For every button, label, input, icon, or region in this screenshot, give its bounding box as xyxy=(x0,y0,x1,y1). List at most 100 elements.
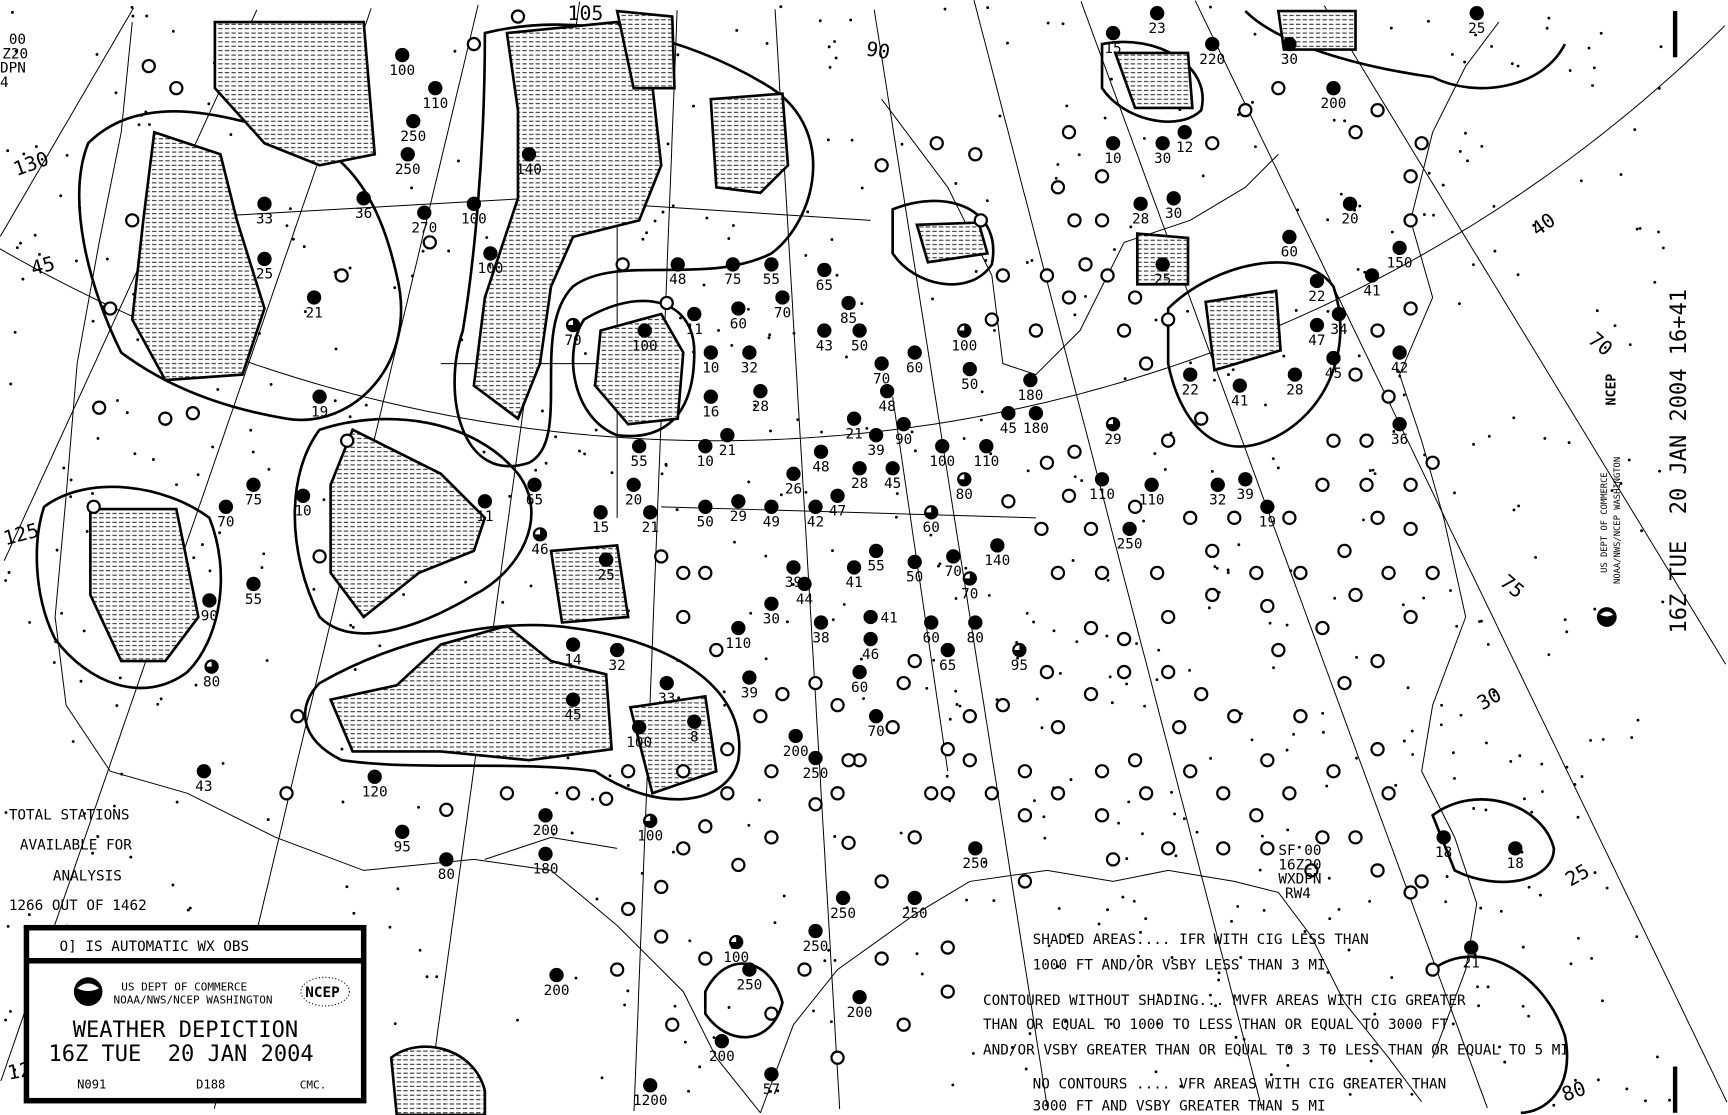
station-plot: 15 xyxy=(592,505,609,536)
sky-cover-circle xyxy=(1337,543,1352,559)
station-plot: 25 xyxy=(1154,257,1171,288)
sky-cover-circle xyxy=(428,80,443,96)
station-plot xyxy=(968,147,983,162)
ceiling-label: 100 xyxy=(951,338,977,354)
grid-dot xyxy=(1201,174,1205,178)
grid-dot xyxy=(115,704,119,708)
grid-dot xyxy=(1661,246,1665,250)
grid-dot xyxy=(1236,905,1240,908)
grid-dot xyxy=(1215,566,1219,570)
sky-cover-circle xyxy=(643,1078,658,1093)
svg-text:AND/OR VSBY GREATER THAN OR EQ: AND/OR VSBY GREATER THAN OR EQUAL TO 3 T… xyxy=(983,1042,1569,1058)
sky-cover-circle xyxy=(962,708,977,724)
sky-cover-circle xyxy=(830,488,845,503)
grid-dot xyxy=(266,818,270,822)
ceiling-label: 21 xyxy=(719,443,736,459)
station-plot: 60 xyxy=(906,345,923,376)
sky-cover-circle xyxy=(1127,753,1143,768)
sky-cover-circle xyxy=(169,80,184,96)
grid-dot xyxy=(1567,441,1571,445)
ceiling-label: 50 xyxy=(961,377,978,393)
station-plot xyxy=(1425,962,1440,977)
station-plot: 1200 xyxy=(633,1078,667,1109)
station-plot: 70 xyxy=(217,499,235,531)
sky-cover-circle xyxy=(868,428,884,443)
station-plot xyxy=(1094,169,1110,184)
grid-dot xyxy=(900,142,904,146)
sky-cover-circle xyxy=(1348,830,1363,845)
grid-dot xyxy=(1125,682,1129,686)
sky-cover-circle xyxy=(1249,565,1264,581)
grid-dot xyxy=(201,543,204,547)
ceiling-label: 180 xyxy=(1023,421,1049,437)
grid-dot xyxy=(1142,136,1146,140)
station-plot: 16 xyxy=(702,389,719,420)
station-plot: 95 xyxy=(394,824,411,856)
ceiling-label: 50 xyxy=(906,570,923,586)
grid-dot xyxy=(998,114,1002,118)
sky-cover-circle xyxy=(703,389,718,404)
sky-cover-circle xyxy=(1067,444,1082,459)
grid-dot xyxy=(910,430,914,434)
station-plot xyxy=(830,697,845,713)
station-plot xyxy=(1260,598,1275,614)
grid-dot xyxy=(131,14,135,18)
sky-cover-circle xyxy=(1161,664,1176,680)
sky-cover-circle xyxy=(874,158,889,173)
sky-cover-circle xyxy=(1083,620,1099,636)
longitude-line xyxy=(0,7,134,237)
product-id: SF 00 16Z20 WXDPN RW4 xyxy=(1278,843,1321,902)
station-plot: 250 xyxy=(1117,521,1143,553)
sky-cover-circle xyxy=(1238,472,1253,487)
grid-dot xyxy=(1552,1103,1556,1107)
grid-dot xyxy=(1188,668,1191,672)
grid-dot xyxy=(747,823,751,827)
grid-dot xyxy=(1527,885,1531,889)
sky-cover-circle xyxy=(1061,125,1077,140)
station-plot xyxy=(621,764,636,779)
station-plot: 10 xyxy=(294,488,312,520)
station-plot: 41 xyxy=(1231,378,1248,409)
station-plot xyxy=(984,786,999,801)
grid-dot xyxy=(402,593,406,596)
sky-cover-circle xyxy=(830,697,845,713)
grid-dot xyxy=(1439,723,1443,727)
sky-cover-circle xyxy=(1304,863,1319,878)
grid-dot xyxy=(1668,1098,1672,1102)
station-plot: 28 xyxy=(851,461,868,492)
grid-dot xyxy=(982,860,986,864)
sky-cover-circle xyxy=(1337,675,1352,691)
sky-cover-circle xyxy=(593,505,608,520)
grid-dot xyxy=(125,411,129,415)
svg-text:WXDPN: WXDPN xyxy=(1278,872,1321,888)
sky-cover-circle xyxy=(786,560,801,575)
grid-dot xyxy=(688,939,692,943)
ceiling-label: 10 xyxy=(1104,151,1121,167)
sky-cover-circle xyxy=(1194,411,1209,426)
grid-dot xyxy=(1458,149,1462,153)
station-plot: 100 xyxy=(632,323,658,354)
grid-dot xyxy=(1568,69,1572,72)
station-plot: 110 xyxy=(973,439,999,470)
svg-text:SHADED AREAS.... IFR WITH CIG: SHADED AREAS.... IFR WITH CIG LESS THAN xyxy=(1033,932,1369,948)
station-plot: 250 xyxy=(803,923,828,955)
station-plot: 90 xyxy=(201,593,218,624)
grid-dot xyxy=(1472,442,1475,446)
grid-dot xyxy=(1214,1004,1217,1008)
grid-dot xyxy=(1503,1060,1507,1064)
weather-areas xyxy=(35,9,1569,1115)
ifr-shaded-area xyxy=(329,427,487,619)
station-plot xyxy=(1205,587,1220,603)
mvfr-contour xyxy=(77,110,403,422)
sky-cover-circle xyxy=(1094,764,1110,779)
ceiling-label: 39 xyxy=(785,575,802,591)
grid-dot xyxy=(1579,179,1583,183)
station-plot: 23 xyxy=(1149,6,1166,37)
ceiling-label: 46 xyxy=(862,647,879,663)
grid-dot xyxy=(964,566,968,570)
grid-dot xyxy=(954,597,958,600)
sky-cover-circle xyxy=(968,615,983,630)
grid-dot xyxy=(1458,302,1461,306)
ceiling-label: 80 xyxy=(967,630,984,646)
sky-cover-circle xyxy=(1210,477,1225,492)
